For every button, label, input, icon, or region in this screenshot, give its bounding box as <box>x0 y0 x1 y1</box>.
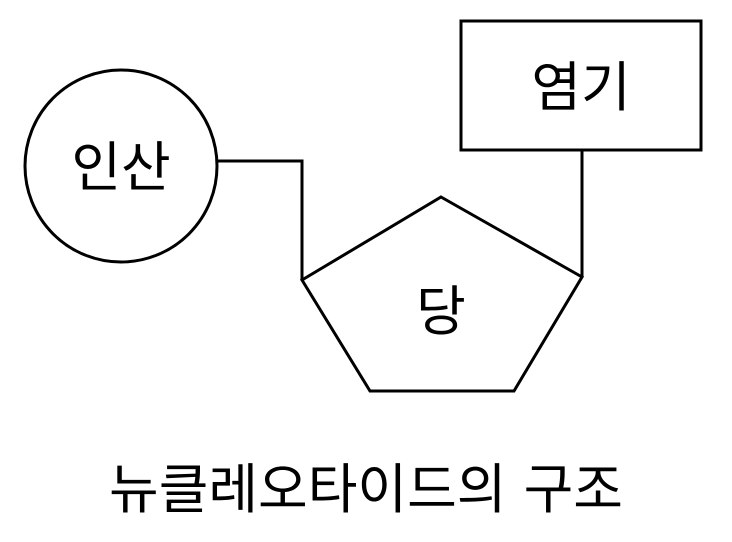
sugar-label: 당 <box>416 280 466 343</box>
caption: 뉴클레오타이드의 구조 <box>109 458 623 521</box>
base-label: 염기 <box>531 56 630 119</box>
phosphate-sugar-bond <box>217 159 304 280</box>
sugar-pentagon <box>299 195 585 393</box>
phosphate-label: 인산 <box>71 136 170 199</box>
phosphate-circle <box>23 68 219 264</box>
